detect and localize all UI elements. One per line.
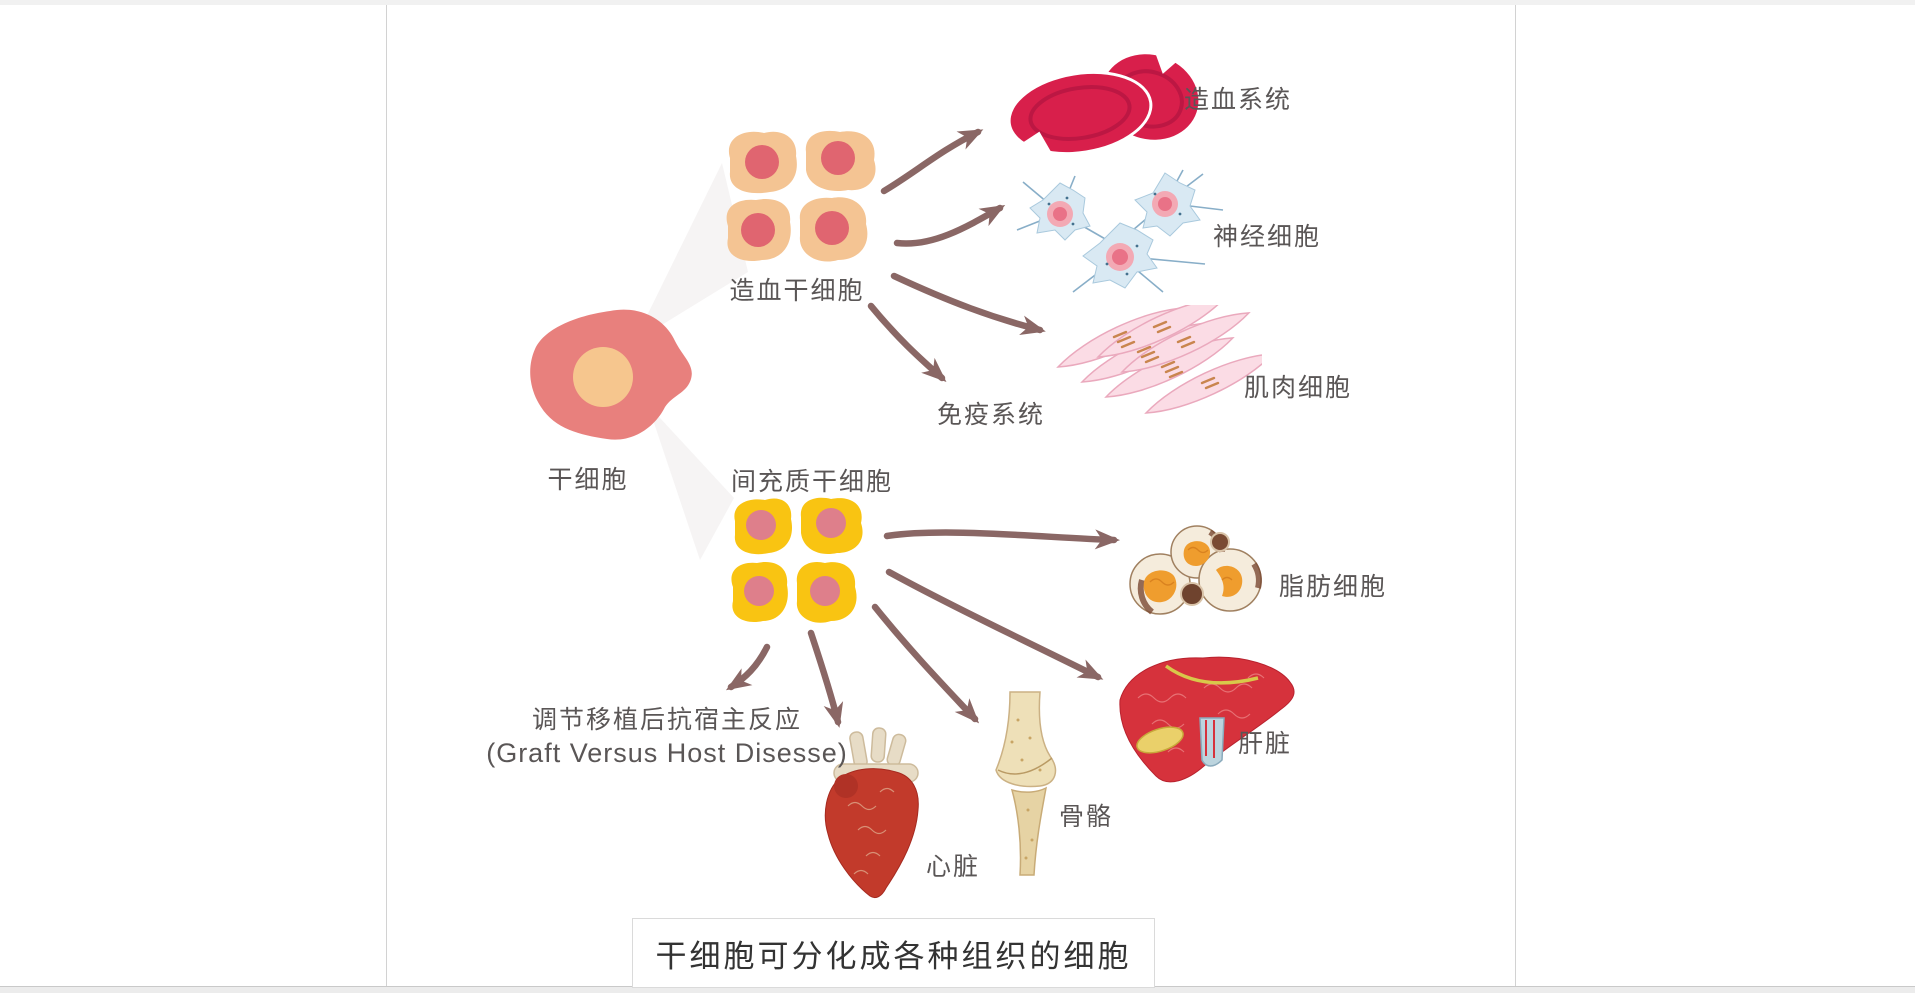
panel-left-border: [386, 5, 387, 986]
nerve-cells-label: 神经细胞: [1212, 223, 1322, 251]
stem-cell-illustration: [530, 309, 692, 440]
stem-cell-label: 干细胞: [547, 466, 629, 494]
msc-label: 间充质干细胞: [730, 468, 894, 496]
hsc-cluster-illustration: [726, 130, 876, 262]
immune-system-label: 免疫系统: [936, 401, 1046, 429]
arrow-msc-to-fat: [883, 529, 1120, 550]
arrow-msc-to-heart: [807, 629, 844, 728]
muscle-cells-label: 肌肉细胞: [1243, 374, 1353, 402]
gvhd-label-line2: (Graft Versus Host Disesse): [486, 738, 848, 768]
caption-text: 干细胞可分化成各种组织的细胞: [655, 938, 1132, 974]
bone-illustration: [995, 691, 1057, 876]
neuron-cells-illustration: [1016, 169, 1224, 293]
arrow-msc-to-bone: [871, 603, 980, 724]
blood-cells-illustration: [1007, 52, 1199, 156]
gvhd-label-line1: 调节移植后抗宿主反应: [531, 706, 802, 734]
blood-system-label: 造血系统: [1183, 86, 1293, 114]
msc-cluster-illustration: [731, 497, 863, 623]
arrow-msc-to-liver: [885, 568, 1104, 681]
arrow-hsc-to-immune: [867, 302, 947, 383]
hsc-label: 造血干细胞: [729, 277, 865, 305]
fat-cells-illustration: [1129, 525, 1262, 615]
arrow-msc-to-gvhd: [725, 643, 771, 691]
beam-to-hsc: [634, 163, 748, 342]
liver-label: 肝脏: [1237, 730, 1293, 758]
top-border-strip: [0, 0, 1915, 5]
arrow-hsc-to-blood: [880, 128, 984, 195]
heart-illustration: [824, 727, 919, 899]
gvhd-label: 调节移植后抗宿主反应 (Graft Versus Host Disesse): [486, 703, 848, 769]
stem-cell-nucleus: [573, 347, 633, 407]
fat-cells-label: 脂肪细胞: [1278, 573, 1388, 601]
heart-label: 心脏: [925, 853, 981, 881]
arrow-hsc-to-nerve: [893, 204, 1006, 247]
beam-to-msc: [648, 405, 734, 560]
panel-right-border: [1515, 5, 1516, 986]
caption-box: 干细胞可分化成各种组织的细胞: [632, 918, 1155, 988]
muscle-cells-illustration: [1052, 305, 1262, 424]
arrow-hsc-to-muscle: [890, 272, 1046, 335]
liver-illustration: [1119, 656, 1295, 783]
bone-label: 骨骼: [1058, 803, 1114, 831]
